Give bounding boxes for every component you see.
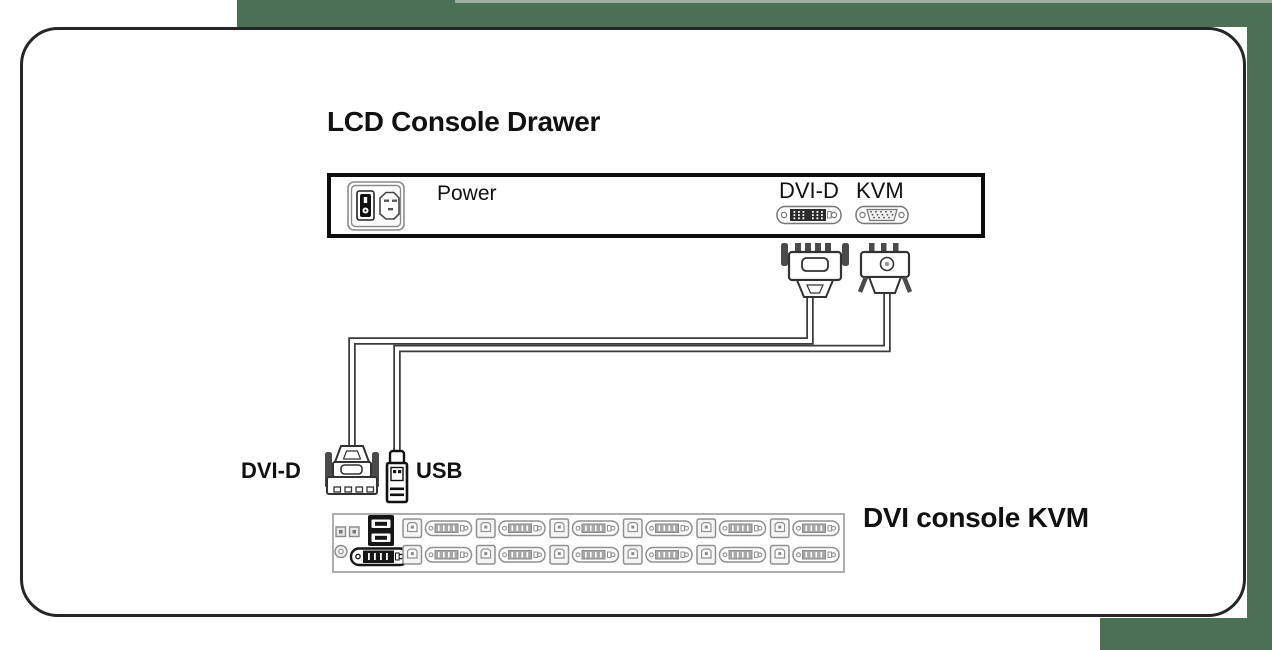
- diagram-title: LCD Console Drawer: [327, 106, 601, 137]
- power-label: Power: [437, 182, 497, 205]
- page-margin-bottom-right: [1100, 618, 1272, 650]
- page-margin-right: [1247, 0, 1272, 650]
- dvi-console-kvm-box: [332, 513, 845, 573]
- kvm-switch-label: DVI console KVM: [863, 502, 1089, 533]
- lcd-console-drawer-box: [327, 173, 985, 238]
- page-margin-top: [237, 0, 1272, 27]
- usb-plug-label: USB: [416, 458, 463, 483]
- drawer-dvi-port-label: DVI-D: [779, 178, 839, 203]
- dvi-plug-label: DVI-D: [241, 458, 301, 483]
- page-margin-top-highlight: [455, 0, 1272, 3]
- drawer-kvm-port-label: KVM: [856, 178, 904, 203]
